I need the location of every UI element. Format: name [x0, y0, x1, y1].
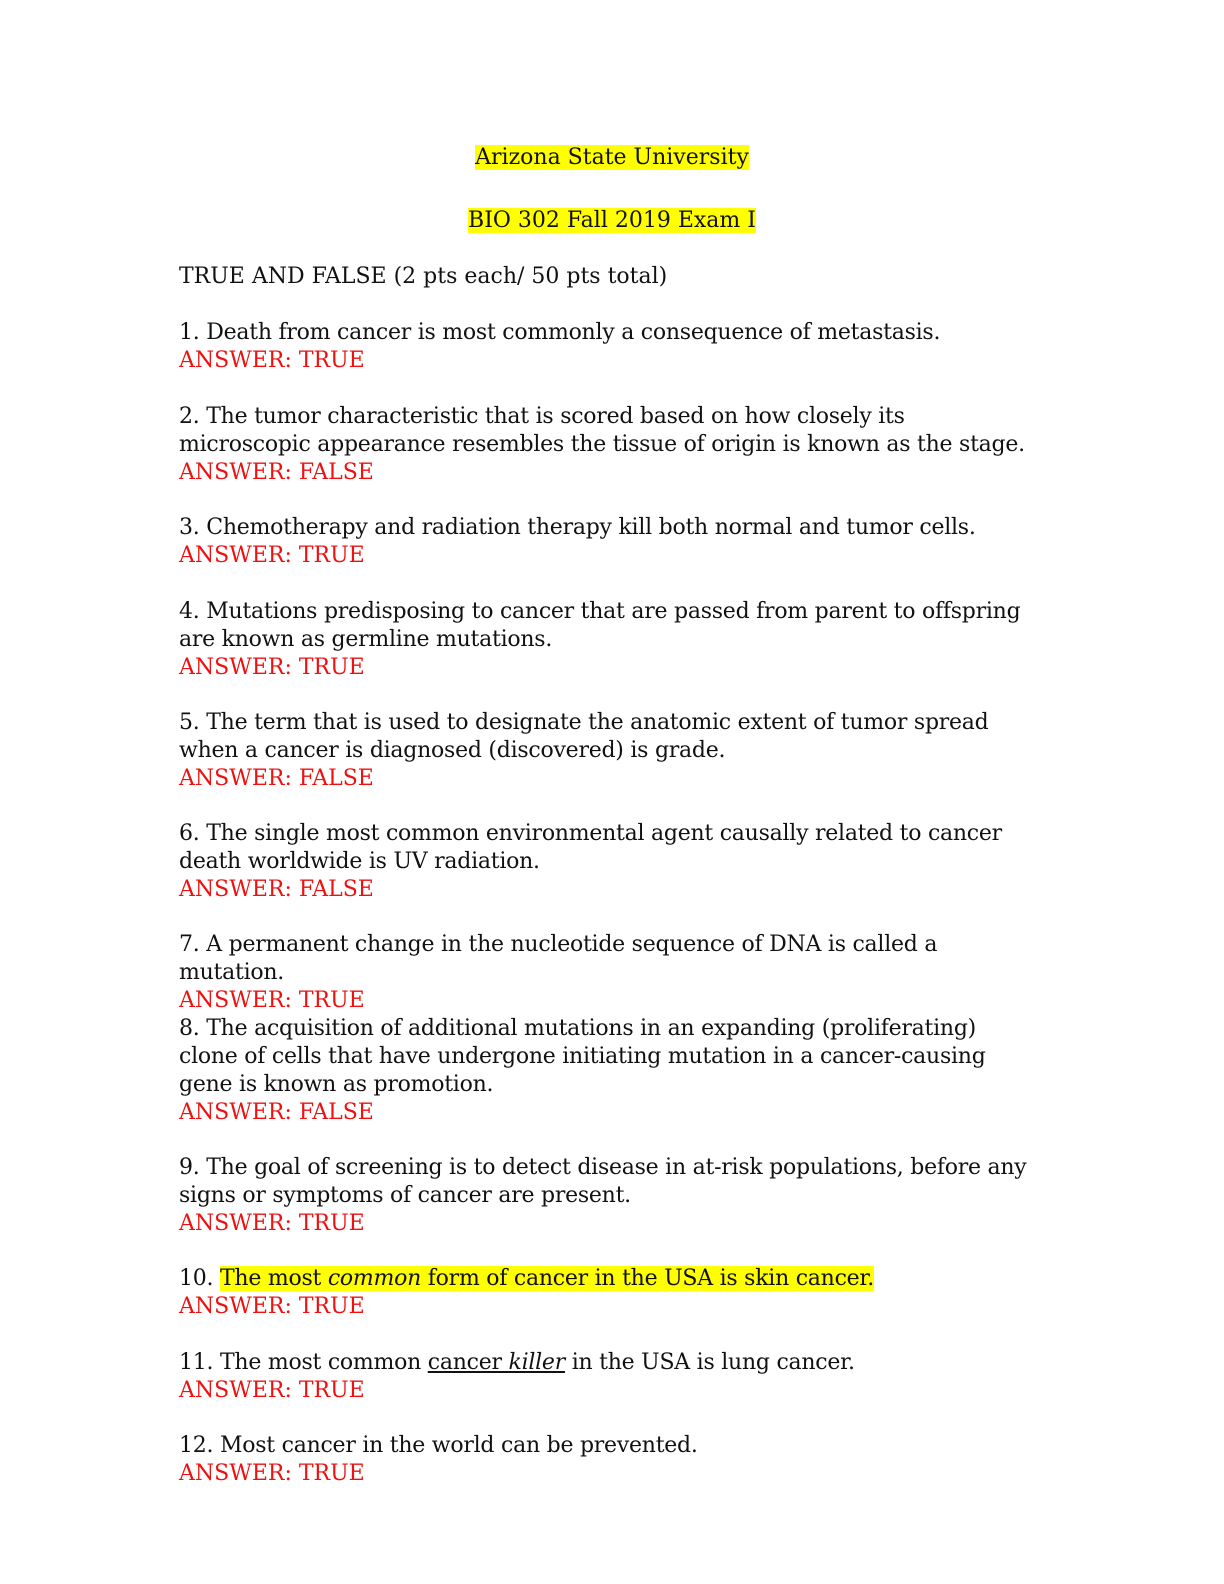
- answer-text: ANSWER: TRUE: [179, 655, 365, 680]
- exam-title-text: BIO 302 Fall 2019 Exam I: [468, 208, 756, 233]
- exam-title: BIO 302 Fall 2019 Exam I: [0, 207, 1224, 235]
- question-text: 1. Death from cancer is most commonly a …: [179, 320, 941, 345]
- highlighted-question-text: The most common form of cancer in the US…: [220, 1266, 874, 1291]
- question-item: 8. The acquisition of additional mutatio…: [179, 1015, 1039, 1127]
- question-item: 5. The term that is used to designate th…: [179, 709, 1039, 793]
- answer-text: ANSWER: TRUE: [179, 1294, 365, 1319]
- question-item: 12. Most cancer in the world can be prev…: [179, 1432, 1039, 1488]
- question-text: 4. Mutations predisposing to cancer that…: [179, 599, 1021, 652]
- question-text: 8. The acquisition of additional mutatio…: [179, 1016, 986, 1097]
- question-item: 2. The tumor characteristic that is scor…: [179, 403, 1039, 487]
- answer-text: ANSWER: FALSE: [179, 460, 374, 485]
- emphasized-word: killer: [508, 1350, 565, 1375]
- emphasized-word: common: [327, 1266, 422, 1291]
- answer-text: ANSWER: FALSE: [179, 877, 374, 902]
- question-text-part: The most: [220, 1266, 328, 1291]
- question-item: 11. The most common cancer killer in the…: [179, 1349, 1039, 1405]
- question-item: 10. The most common form of cancer in th…: [179, 1265, 1039, 1321]
- question-number: 10.: [179, 1266, 214, 1291]
- underlined-word: cancer: [427, 1350, 509, 1375]
- answer-text: ANSWER: TRUE: [179, 1378, 365, 1403]
- question-text-part: 11. The most common: [179, 1350, 428, 1375]
- question-item: 9. The goal of screening is to detect di…: [179, 1154, 1039, 1238]
- underlined-phrase: cancer killer: [428, 1350, 565, 1375]
- question-text-part: form of cancer in the USA is skin cancer…: [421, 1266, 875, 1291]
- university-title-text: Arizona State University: [475, 145, 749, 170]
- question-text: 7. A permanent change in the nucleotide …: [179, 932, 938, 985]
- question-text: 10. The most common form of cancer in th…: [179, 1265, 1039, 1293]
- answer-text: ANSWER: FALSE: [179, 1100, 374, 1125]
- question-text: 3. Chemotherapy and radiation therapy ki…: [179, 515, 976, 540]
- question-item: 7. A permanent change in the nucleotide …: [179, 931, 1039, 1015]
- question-text: 6. The single most common environmental …: [179, 821, 1002, 874]
- question-item: 4. Mutations predisposing to cancer that…: [179, 598, 1039, 682]
- answer-text: ANSWER: TRUE: [179, 1211, 365, 1236]
- question-item: 1. Death from cancer is most commonly a …: [179, 319, 1039, 375]
- university-title: Arizona State University: [0, 144, 1224, 172]
- answer-text: ANSWER: TRUE: [179, 348, 365, 373]
- question-text: 12. Most cancer in the world can be prev…: [179, 1433, 698, 1458]
- question-text: 9. The goal of screening is to detect di…: [179, 1155, 1027, 1208]
- question-text: 5. The term that is used to designate th…: [179, 710, 989, 763]
- question-text: 11. The most common cancer killer in the…: [179, 1349, 1039, 1377]
- question-item: 3. Chemotherapy and radiation therapy ki…: [179, 514, 1039, 570]
- answer-text: ANSWER: TRUE: [179, 988, 365, 1013]
- answer-text: ANSWER: FALSE: [179, 766, 374, 791]
- answer-text: ANSWER: TRUE: [179, 543, 365, 568]
- question-item: 6. The single most common environmental …: [179, 820, 1039, 904]
- section-heading: TRUE AND FALSE (2 pts each/ 50 pts total…: [179, 264, 668, 289]
- answer-text: ANSWER: TRUE: [179, 1461, 365, 1486]
- question-text: 2. The tumor characteristic that is scor…: [179, 404, 1025, 457]
- question-text-part: in the USA is lung cancer.: [564, 1350, 855, 1375]
